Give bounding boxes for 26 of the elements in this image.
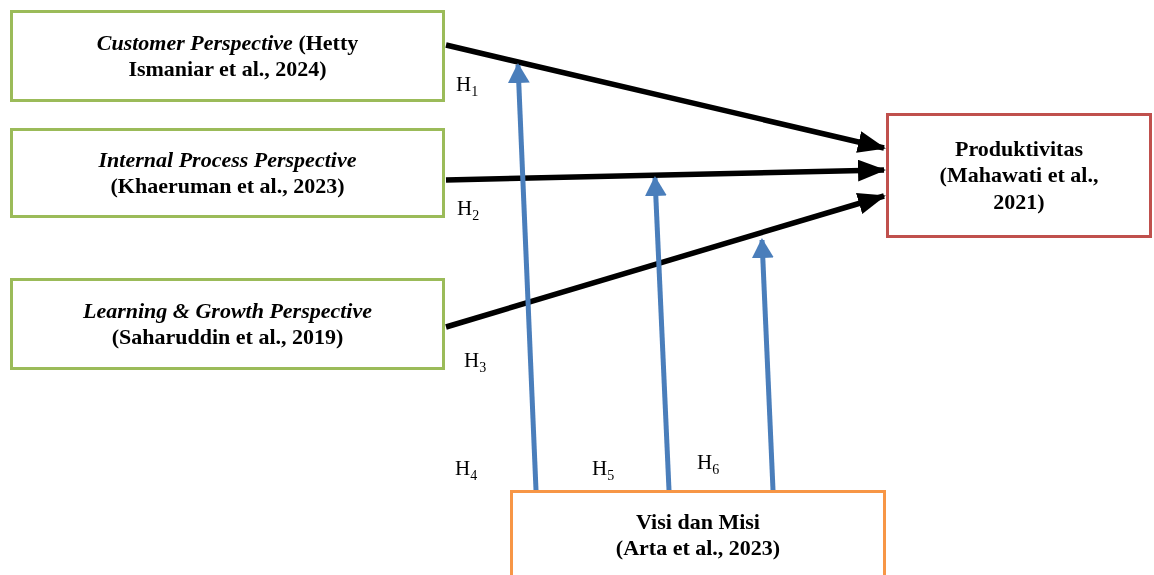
citation-text: (Saharuddin et al., 2019) (111, 324, 344, 351)
box-heading: Produktivitas (955, 135, 1083, 163)
hypothesis-label: H$_{6}$ (697, 450, 720, 479)
box-heading: Internal Process Perspective (98, 146, 357, 173)
arrow (445, 192, 886, 330)
perspective-box (10, 128, 445, 218)
perspective-box (10, 278, 445, 370)
hypothesis-label: H$_{2}$ (457, 196, 480, 225)
box-heading: Learning & Growth Perspective (82, 297, 372, 324)
hypothesis-label: H$_{1}$ (456, 72, 479, 101)
arrow (445, 159, 886, 183)
arrow (445, 42, 886, 153)
hypothesis-label: H$_{5}$ (592, 456, 615, 485)
moderation-arrow (507, 63, 539, 491)
box-text: Customer Perspective (Hetty Ismaniar et al., 2024) (95, 29, 360, 83)
moderation-arrow (751, 238, 776, 491)
moderator-box (510, 490, 886, 575)
citation-text: (Mahawati et al., 2021) (938, 162, 1100, 216)
hypothesis-label: H$_{3}$ (464, 348, 487, 377)
hypothesis-label: H$_{4}$ (455, 456, 478, 485)
box-heading: Visi dan Misi (636, 509, 760, 536)
perspective-box (10, 10, 445, 102)
moderation-arrow (644, 176, 672, 491)
outcome-box (886, 113, 1152, 238)
citation-text: (Arta et al., 2023) (615, 535, 781, 562)
citation-text: (Khaeruman et al., 2023) (110, 173, 345, 200)
